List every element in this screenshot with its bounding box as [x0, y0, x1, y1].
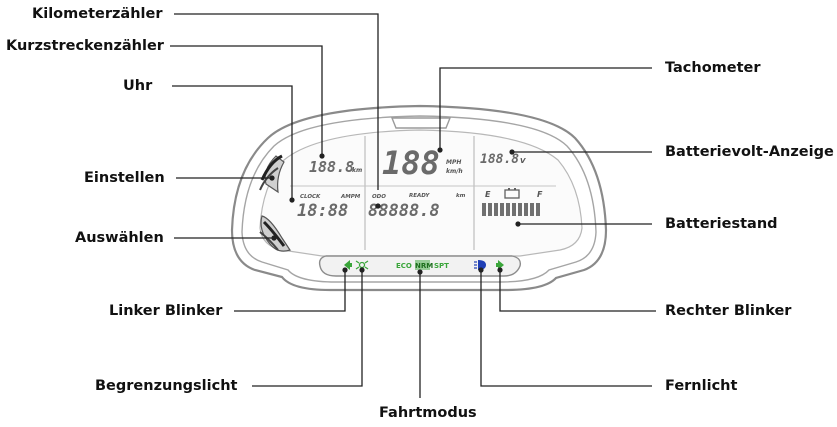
odo-label: ODO — [372, 194, 386, 200]
lcd-face — [259, 129, 583, 257]
left-turn-signal-icon — [344, 260, 352, 270]
high-beam-icon — [474, 260, 486, 270]
label-fahrtmodus: Fahrtmodus — [379, 405, 477, 421]
volt-readout: 188.8 — [480, 152, 519, 167]
mode-spt-label: SPT — [434, 262, 449, 270]
battery-empty-label: E — [485, 190, 491, 199]
leader-linker-blinker — [234, 270, 346, 312]
ready-label: READY — [409, 193, 430, 199]
mode-nrm-highlight — [415, 260, 430, 270]
odo-readout: 88888.8 — [368, 201, 440, 221]
odo-unit: km — [456, 193, 466, 199]
volt-unit: V — [520, 157, 526, 165]
speed-unit-mph: MPH — [446, 159, 461, 166]
clock-readout: 18:88 — [297, 201, 348, 221]
housing-inner — [241, 115, 597, 283]
leader-lines — [170, 13, 656, 398]
leader-rechter-blinker — [499, 270, 656, 312]
speed-readout: 188 — [382, 144, 440, 182]
label-linker-blinker: Linker Blinker — [109, 303, 223, 319]
leader-uhr — [172, 85, 293, 200]
label-tachometer: Tachometer — [665, 60, 761, 76]
label-uhr: Uhr — [123, 78, 153, 94]
speed-unit-kmh: km/h — [446, 168, 463, 175]
clock-label: CLOCK — [300, 194, 321, 200]
leader-begrenzungslicht — [252, 270, 363, 387]
trip-unit: km — [352, 167, 362, 174]
trip-readout: 188.8 — [309, 158, 354, 176]
label-batteriestand: Batteriestand — [665, 216, 778, 232]
battery-full-label: F — [537, 190, 543, 199]
setting-button-shape — [259, 154, 285, 194]
battery-icon — [504, 188, 520, 199]
label-auswaehlen: Auswählen — [75, 230, 164, 246]
label-kilometerzaehler: Kilometerzähler — [32, 6, 163, 22]
label-begrenzungslicht: Begrenzungslicht — [95, 378, 238, 394]
ampm-label: AMPM — [340, 194, 361, 200]
select-button-shape — [259, 215, 291, 252]
battery-level-bar-graph — [482, 203, 540, 216]
leader-kilometerzaehler — [174, 13, 379, 190]
label-einstellen: Einstellen — [84, 170, 165, 186]
leader-tachometer — [439, 67, 652, 150]
mode-eco-label: ECO — [396, 262, 412, 270]
leader-endpoints — [269, 147, 521, 275]
label-kurzstreckenzaehler: Kurzstreckenzähler — [6, 38, 164, 54]
top-notch — [390, 117, 452, 129]
leader-kurzstreckenzaehler — [170, 45, 323, 156]
label-batterievolt-anzeige: Batterievolt-Anzeige — [665, 144, 834, 160]
label-rechter-blinker: Rechter Blinker — [665, 303, 792, 319]
label-fernlicht: Fernlicht — [665, 378, 738, 394]
housing-outer — [230, 104, 608, 292]
leader-fernlicht — [480, 270, 652, 387]
mode-nrm-label: NRM — [415, 262, 433, 270]
